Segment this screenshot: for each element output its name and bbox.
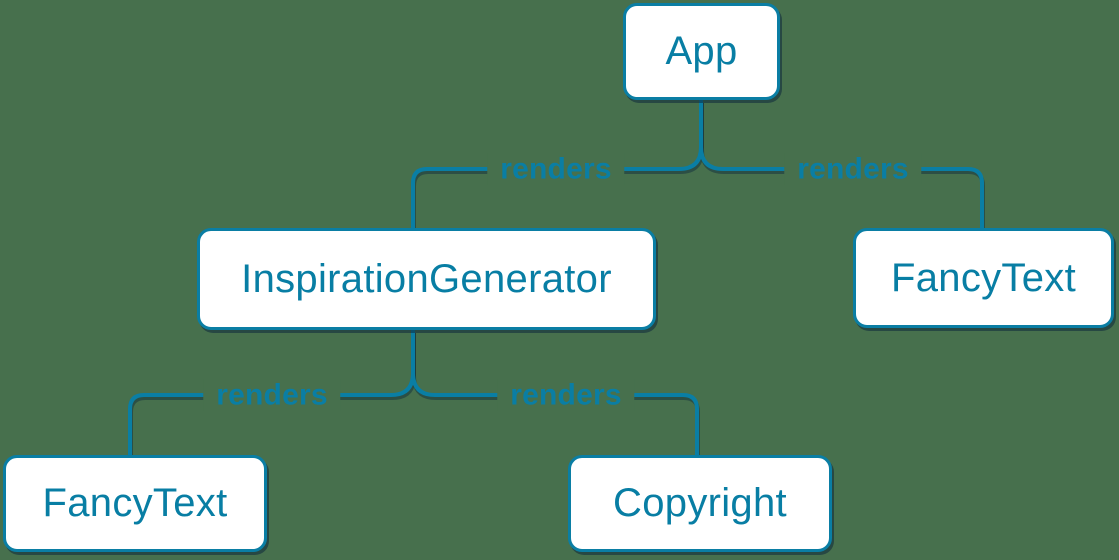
edge-label-renders-4: renders: [497, 378, 635, 412]
node-fancy-text-top: FancyText: [853, 228, 1114, 328]
node-app: App: [623, 3, 780, 100]
edge-label-renders-3: renders: [203, 378, 341, 412]
node-fancy-text-bottom-label: FancyText: [42, 481, 228, 525]
node-inspiration-generator: InspirationGenerator: [197, 228, 656, 330]
node-inspiration-generator-label: InspirationGenerator: [241, 256, 612, 301]
node-fancy-text-bottom: FancyText: [3, 455, 267, 552]
edge-label-renders-1: renders: [487, 152, 625, 186]
edge-label-renders-2: renders: [784, 152, 922, 186]
node-copyright-label: Copyright: [613, 481, 787, 525]
node-app-label: App: [665, 29, 738, 73]
node-fancy-text-top-label: FancyText: [891, 255, 1076, 300]
node-copyright: Copyright: [568, 455, 832, 552]
